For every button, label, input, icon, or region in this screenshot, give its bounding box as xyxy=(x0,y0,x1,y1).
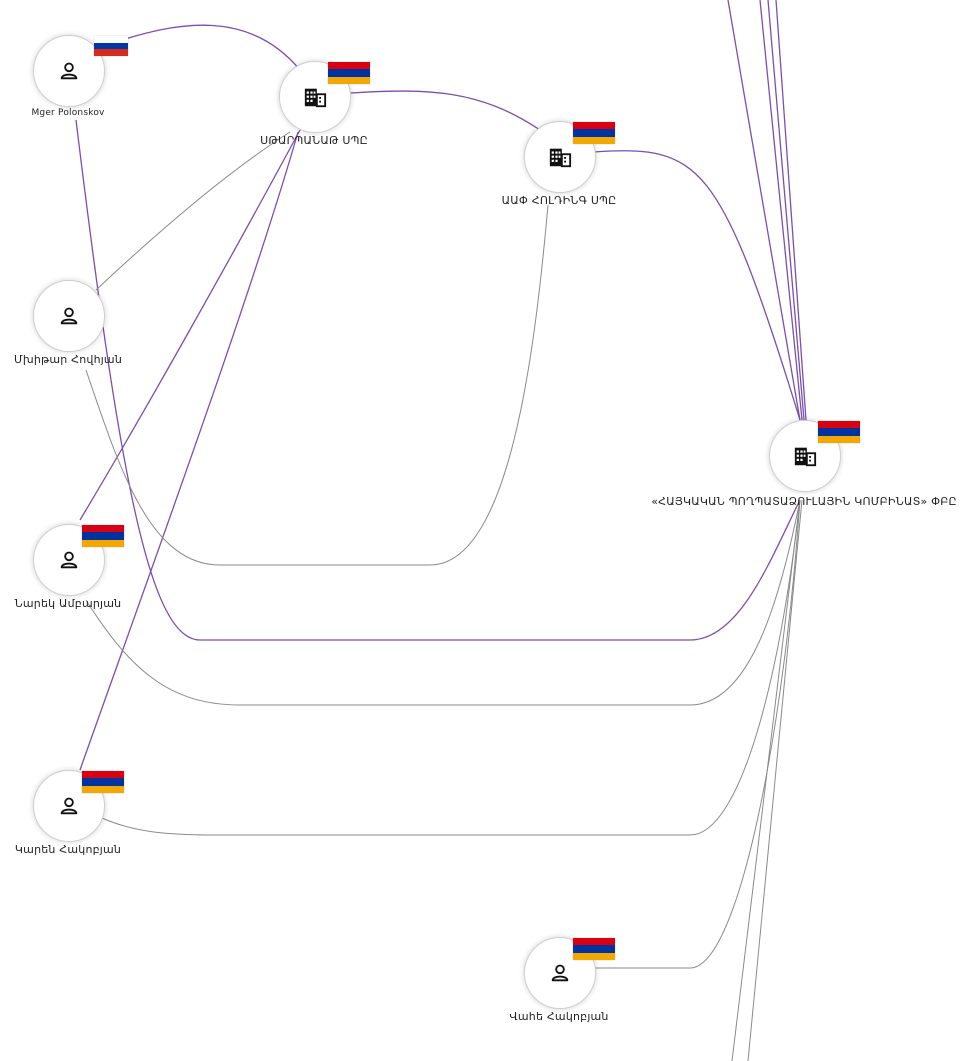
armenia-flag-icon xyxy=(573,122,615,144)
armenia-flag-icon xyxy=(573,938,615,960)
ownership-edge xyxy=(79,129,301,521)
person-node-migran[interactable] xyxy=(33,35,105,107)
ownership-edge xyxy=(109,24,301,71)
ownership-edge xyxy=(767,0,805,421)
ownership-edge xyxy=(759,0,803,421)
person-node-p_karen[interactable] xyxy=(33,770,105,842)
ownership-edge xyxy=(593,150,801,421)
edges-layer xyxy=(75,0,807,1061)
person-node-p_mkhitar[interactable] xyxy=(33,280,105,352)
ownership-edge xyxy=(727,0,801,421)
ownership-edge xyxy=(79,131,299,771)
node-label: Կարեն Հակոբյան xyxy=(14,843,122,856)
armenia-flag-icon xyxy=(818,421,860,443)
person-icon xyxy=(57,304,81,328)
relation-edge xyxy=(101,499,801,836)
node-label: Նարեկ Ամբարյան xyxy=(14,597,122,610)
relation-edge xyxy=(592,499,801,969)
relation-edge xyxy=(731,499,801,1061)
building-icon xyxy=(303,85,327,109)
armenia-flag-icon xyxy=(82,771,124,793)
person-icon xyxy=(57,548,81,572)
node-label: Mger Polonskov xyxy=(31,108,105,118)
relation-edge xyxy=(85,499,801,706)
node-label: ԱԱՓ ՀՈԼԴԻՆԳ ՍՊԸ xyxy=(501,194,617,207)
node-label: Մխիթար Հովհյան xyxy=(13,353,123,366)
armenia-flag-icon xyxy=(328,62,370,84)
node-label: Վահե Հակոբյան xyxy=(509,1010,609,1023)
person-icon xyxy=(57,59,81,83)
building-icon xyxy=(793,444,817,468)
relation-edge xyxy=(747,499,803,1061)
ownership-edge xyxy=(775,0,807,421)
node-label: ՍԹԱՐՊԱՆԱԹ ՍՊԸ xyxy=(260,134,368,147)
armenia-flag-icon xyxy=(82,525,124,547)
ownership-edge xyxy=(75,119,801,641)
relation-edge xyxy=(85,204,549,566)
person-icon xyxy=(548,961,572,985)
building-icon xyxy=(548,145,572,169)
person-icon xyxy=(57,794,81,818)
russia-flag-icon xyxy=(94,36,128,57)
relation-edge xyxy=(95,131,291,291)
ownership-edge xyxy=(349,90,541,131)
person-node-p_vahe[interactable] xyxy=(524,937,596,1009)
node-label: «ՀԱՅԿԱԿԱՆ ՊՈՂՊԱՏԱՁՈՒԼԱՅԻՆ ԿՈՄԲԻՆԱՏ» ՓԲԸ xyxy=(651,495,957,508)
